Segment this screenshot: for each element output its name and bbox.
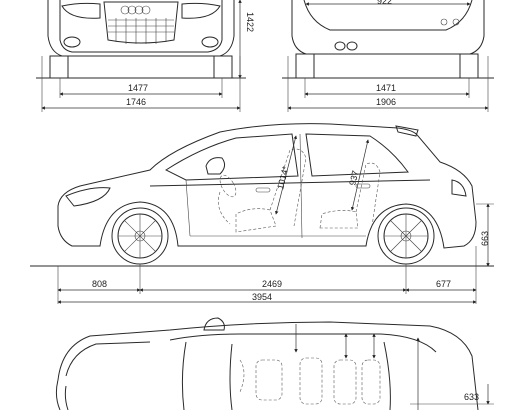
rear-wheel [377,207,435,265]
rear-overhang-label: 677 [436,279,451,289]
front-grille [108,18,174,44]
wheelbase-label: 2469 [262,279,282,289]
top-dim-label: 633 [464,392,479,402]
front-overhang-label: 808 [92,279,107,289]
side-height-label: 663 [480,231,490,246]
rear-track-label: 1471 [376,83,396,93]
four-rings-logo [120,5,151,15]
rear-headroom-label: 937 [347,169,360,186]
front-view: 1422 1477 1746 [36,0,255,112]
rear-view: 922 1471 1906 [282,0,494,112]
rear-width-mirrors-label: 1906 [376,97,396,107]
front-headroom-label: 1014* [275,165,291,191]
front-track-label: 1477 [128,83,148,93]
length-label: 3954 [252,292,272,302]
height-front-label: 1422 [245,12,255,32]
front-wheel [111,207,169,265]
side-view: 1014* 937 663 [30,123,494,304]
top-view: 633 [55,317,494,410]
rear-width-label: 922 [377,0,392,6]
front-width-label: 1746 [126,97,146,107]
